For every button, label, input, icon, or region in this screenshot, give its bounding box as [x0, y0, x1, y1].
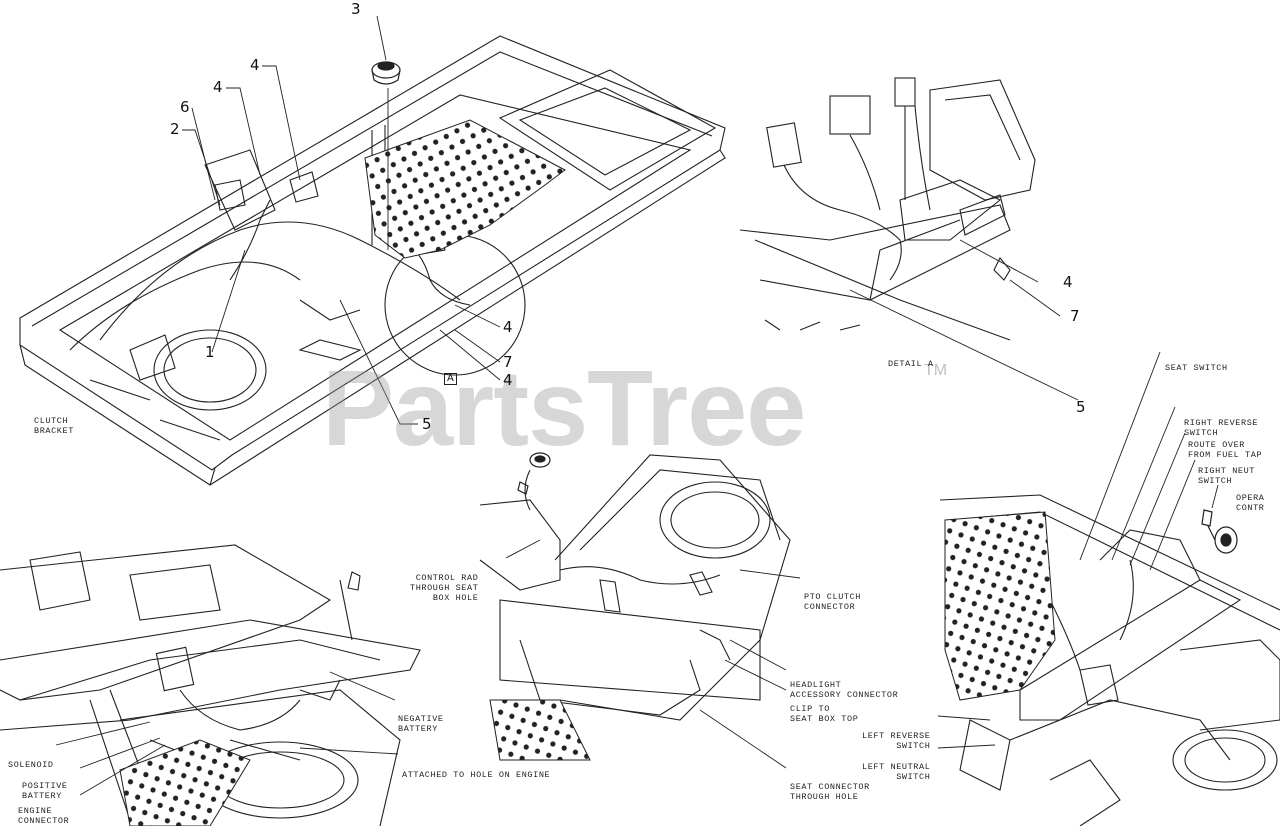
bottom-center-grommet — [517, 452, 551, 495]
trademark-symbol: TM — [924, 362, 948, 379]
callout-7-detail: 7 — [1070, 307, 1080, 325]
note-detail-a: DETAIL A — [888, 359, 934, 369]
callout-4-upper: 4 — [213, 78, 223, 96]
callout-4-top: 4 — [250, 56, 260, 74]
callout-4-detail: 4 — [1063, 273, 1073, 291]
detail-a-marker: A — [444, 373, 457, 385]
callout-2: 2 — [170, 120, 180, 138]
callout-5-main: 5 — [422, 415, 432, 433]
main-frame-view — [19, 35, 726, 486]
callout-7-main: 7 — [503, 353, 513, 371]
callout-1: 1 — [205, 343, 215, 361]
note-solenoid: SOLENOID — [8, 760, 54, 770]
callout-4-lower: 4 — [503, 371, 513, 389]
part-3-grommet — [371, 61, 401, 85]
bottom-right-connector — [1201, 509, 1238, 554]
callout-4-right: 4 — [503, 318, 513, 336]
callout-5-detail: 5 — [1076, 398, 1086, 416]
bottom-left-view — [0, 544, 421, 826]
detail-a-view — [739, 77, 1036, 341]
callout-3: 3 — [351, 0, 361, 18]
bottom-center-view — [479, 454, 791, 721]
callout-6: 6 — [180, 98, 190, 116]
partstree-watermark: PartsTree — [322, 347, 806, 468]
note-seat-switch: SEAT SWITCH — [1165, 363, 1228, 373]
note-attached-to-hole: ATTACHED TO HOLE ON ENGINE — [402, 770, 551, 780]
